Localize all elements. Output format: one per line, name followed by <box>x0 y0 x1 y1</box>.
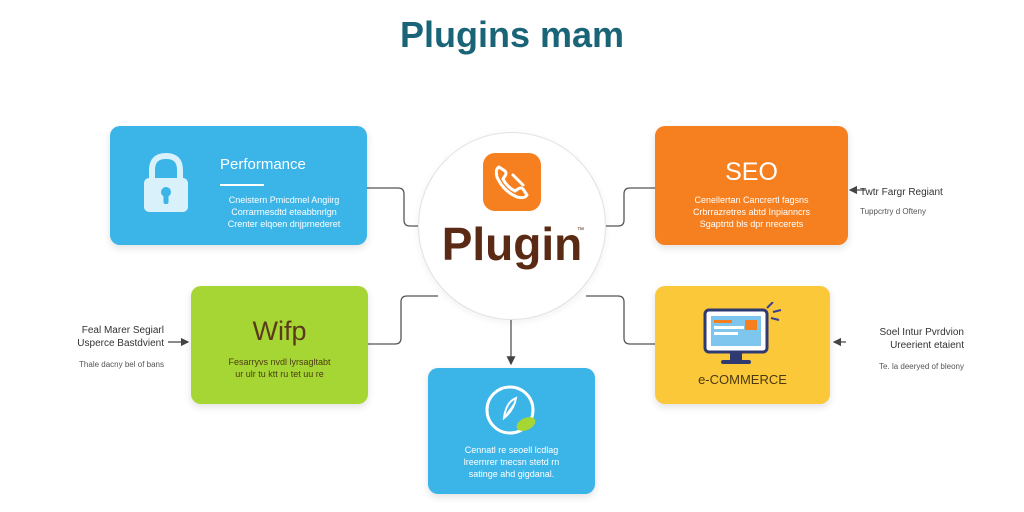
performance-description: Cneistern Pmicdmel Angiirg Corrarrnesdtd… <box>227 195 341 229</box>
phone-icon <box>483 153 541 211</box>
ecommerce-box: e-COMMERCE <box>655 286 830 404</box>
right-bottom-annotation-line1: Soel Intur Pvrdvion <box>879 327 965 338</box>
bottom-feature-box: Cennatl re seoell lcdlag lreernrer tnecs… <box>428 368 595 494</box>
trademark-mark: ™ <box>577 227 584 234</box>
right-top-annotation-sub: Tuppcrtry d Ofteny <box>860 207 926 216</box>
left-annotation-line2: Usperce Bastdvient <box>77 338 164 349</box>
wifp-title: Wifp <box>252 316 307 346</box>
right-bottom-annotation: Soel Intur Pvrdvion Ureerient etaient Te… <box>846 326 964 373</box>
performance-title-underline <box>220 184 264 186</box>
seo-title: SEO <box>725 158 778 186</box>
bottom-feature-description: Cennatl re seoell lcdlag lreernrer tnecs… <box>463 445 560 479</box>
ecommerce-title: e-COMMERCE <box>698 372 787 387</box>
right-top-annotation-line1: Twtr Fargr Regiant <box>860 187 943 198</box>
left-annotation: Feal Marer Segiarl Usperce Bastdvient Th… <box>52 324 164 371</box>
performance-box: Performance Cneistern Pmicdmel Angiirg C… <box>110 126 367 245</box>
left-annotation-sub: Thale dacny bel of bans <box>79 360 164 369</box>
seo-description: Cenellertan Cancrertl fagsns Crbrrazretr… <box>692 195 811 229</box>
connector-performance <box>367 187 418 227</box>
seo-box: SEO Cenellertan Cancrertl fagsns Crbrraz… <box>655 126 848 245</box>
center-plugin-label: Plugin <box>441 218 583 270</box>
connector-ecommerce <box>586 295 655 345</box>
left-annotation-line1: Feal Marer Segiarl <box>81 325 164 336</box>
wifp-box: Wifp Fesarryvs nvdl lyrsagltabt ur ulr t… <box>191 286 368 404</box>
wifp-description: Fesarryvs nvdl lyrsagltabt ur ulr tu ktt… <box>228 357 331 379</box>
connector-seo <box>604 187 655 227</box>
connector-wifp <box>368 295 438 345</box>
leaf-icon <box>484 384 540 445</box>
monitor-icon <box>701 301 785 373</box>
center-plugin-node: Plugin ™ <box>418 132 606 320</box>
right-top-annotation: Twtr Fargr Regiant Tuppcrtry d Ofteny <box>860 186 970 218</box>
performance-title: Performance <box>220 156 306 173</box>
right-bottom-annotation-sub: Te. la deeryed of bleony <box>879 362 964 371</box>
page-title: Plugins mam <box>399 14 625 55</box>
right-bottom-annotation-line2: Ureerient etaient <box>890 340 964 351</box>
lock-icon <box>140 150 192 221</box>
